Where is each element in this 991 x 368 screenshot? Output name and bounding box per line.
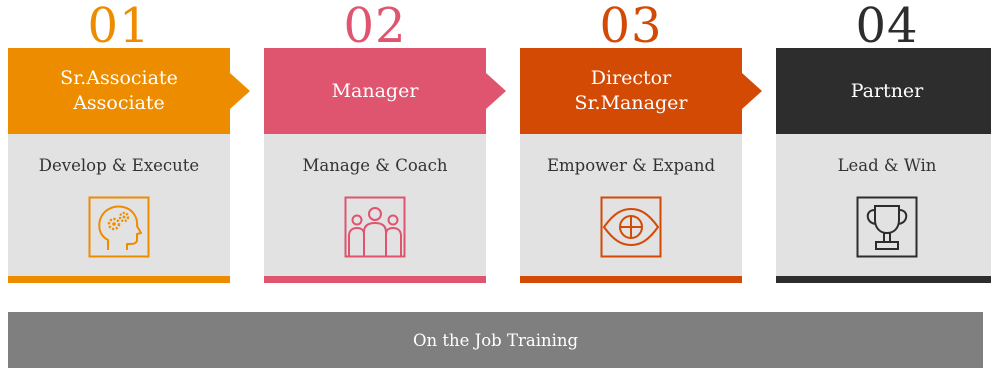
team-icon [344, 196, 406, 258]
stage-focus: Develop & Execute [38, 156, 200, 175]
stage-3: 03 Director Sr.Manager Empower & Expand [520, 0, 762, 290]
stage-underline [776, 276, 991, 283]
stage-header: Director Sr.Manager [520, 48, 742, 134]
eye-target-icon [600, 196, 662, 258]
stage-panel: Lead & Win [776, 134, 991, 276]
stage-focus: Empower & Expand [546, 156, 716, 175]
stage-2: 02 Manager Manage & Coach [264, 0, 506, 290]
career-path-diagram: 01 Sr.Associate Associate Develop & Exec… [8, 0, 991, 290]
stage-number: 04 [855, 0, 919, 54]
stage-panel: Empower & Expand [520, 134, 742, 276]
stage-4: 04 Partner Lead & Win [776, 0, 991, 290]
stage-header: Manager [264, 48, 486, 134]
head-gears-icon [88, 196, 150, 258]
stage-title-line1: Partner [850, 79, 924, 102]
stage-number: 01 [87, 0, 151, 54]
arrow-connector [742, 73, 762, 109]
arrow-connector [230, 73, 250, 109]
stage-underline [8, 276, 230, 283]
stage-title-line2: Associate [73, 92, 165, 114]
stage-underline [264, 276, 486, 283]
arrow-connector [486, 73, 506, 109]
stage-focus: Lead & Win [837, 156, 937, 175]
stage-header: Partner [776, 48, 991, 134]
stage-1: 01 Sr.Associate Associate Develop & Exec… [8, 0, 250, 290]
stage-title-line1: Director [590, 67, 672, 89]
stage-title-line2: Sr.Manager [574, 92, 688, 114]
stage-number: 03 [599, 0, 663, 54]
stage-focus: Manage & Coach [302, 156, 448, 175]
training-label: On the Job Training [412, 330, 579, 350]
stage-panel: Develop & Execute [8, 134, 230, 276]
stage-panel: Manage & Coach [264, 134, 486, 276]
stage-header: Sr.Associate Associate [8, 48, 230, 134]
trophy-icon [856, 196, 918, 258]
stage-number: 02 [343, 0, 407, 54]
stage-title-line1: Manager [331, 79, 419, 102]
on-the-job-training-bar: On the Job Training [8, 312, 983, 368]
stage-underline [520, 276, 742, 283]
stage-title-line1: Sr.Associate [60, 67, 178, 89]
